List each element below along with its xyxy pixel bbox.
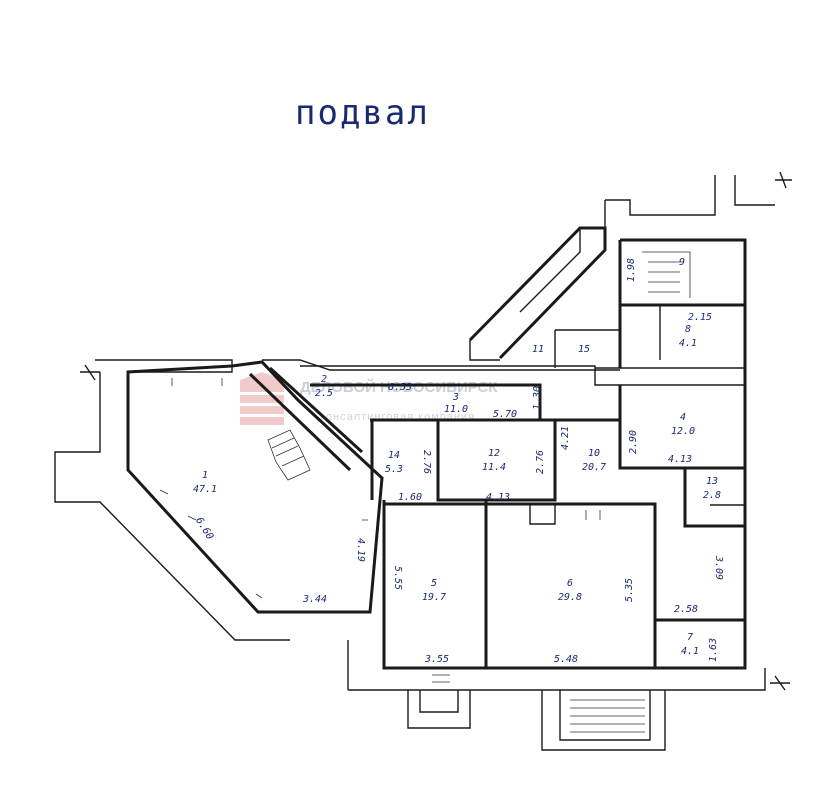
svg-text:20.7: 20.7	[582, 462, 606, 473]
room-12: 12 11.4	[482, 448, 506, 473]
svg-text:11.0: 11.0	[444, 404, 468, 415]
dimension-labels: 6.60 4.19 3.44 6.53 5.70 1.30 4.21 2.76 …	[193, 258, 724, 665]
dimension: 2.76	[535, 450, 546, 474]
dimension: 1.98	[626, 258, 637, 282]
dimension: 3.55	[424, 654, 449, 665]
svg-text:11: 11	[532, 344, 544, 355]
dimension: 4.21	[560, 426, 571, 450]
walls	[54, 171, 792, 751]
svg-text:7: 7	[687, 632, 693, 643]
room-15: 15	[578, 344, 590, 355]
svg-text:5: 5	[431, 578, 437, 589]
dimension: 6.53	[388, 382, 412, 393]
svg-text:19.7: 19.7	[422, 592, 446, 603]
room-11: 11	[532, 344, 544, 355]
dimension: 2.90	[628, 430, 639, 454]
dimension: 4.19	[355, 538, 366, 562]
dimension: 2.15	[688, 312, 712, 323]
svg-text:2.5: 2.5	[315, 388, 333, 399]
plan-title: подвал	[295, 93, 430, 133]
svg-text:4.1: 4.1	[681, 646, 699, 657]
svg-text:1: 1	[202, 470, 208, 481]
dimension: 1.60	[398, 492, 422, 503]
svg-text:4.1: 4.1	[679, 338, 697, 349]
svg-text:9: 9	[679, 257, 685, 268]
room-13: 13 2.8	[703, 476, 721, 501]
dimension: 1.63	[708, 638, 719, 662]
dimension: 5.55	[392, 566, 403, 590]
room-3: 3 11.0	[444, 392, 468, 415]
dimension: 2.58	[674, 604, 698, 615]
svg-text:29.8: 29.8	[558, 592, 582, 603]
dimension: 1.30	[532, 386, 543, 410]
svg-text:2: 2	[321, 374, 327, 385]
room-7: 7 4.1	[681, 632, 699, 657]
room-2: 2 2.5	[315, 374, 333, 399]
dimension: 4.13	[486, 492, 510, 503]
svg-text:8: 8	[685, 324, 691, 335]
room-1: 1 47.1	[193, 470, 217, 495]
dimension: 5.70	[493, 409, 517, 420]
svg-text:12: 12	[488, 448, 500, 459]
svg-text:3: 3	[452, 392, 459, 403]
svg-text:14: 14	[388, 450, 400, 461]
svg-text:6: 6	[567, 578, 573, 589]
svg-text:2.8: 2.8	[703, 490, 721, 501]
room-4: 4 12.0	[671, 412, 695, 437]
room-labels: 1 47.1 2 2.5 3 11.0 4 12.0 5 19.7 6 29.8…	[193, 257, 721, 657]
room-14: 14 5.3	[385, 450, 403, 475]
dimension: 5.35	[624, 578, 635, 602]
svg-text:11.4: 11.4	[482, 462, 506, 473]
svg-text:15: 15	[578, 344, 590, 355]
svg-text:10: 10	[588, 448, 600, 459]
room-8: 8 4.1	[679, 324, 697, 349]
room-5: 5 19.7	[422, 578, 446, 603]
dimension: 2.76	[421, 450, 432, 474]
room-9: 9	[679, 257, 685, 268]
room-6: 6 29.8	[558, 578, 582, 603]
svg-text:47.1: 47.1	[193, 484, 217, 495]
svg-text:4: 4	[680, 412, 686, 423]
dimension: 6.60	[193, 516, 215, 542]
svg-text:12.0: 12.0	[671, 426, 695, 437]
dimension: 4.13	[668, 454, 692, 465]
svg-text:13: 13	[706, 476, 718, 487]
watermark-name: ДЕЛОВОЙ НОВОСИБИРСК	[300, 378, 498, 396]
svg-text:5.3: 5.3	[385, 464, 403, 475]
dimension: 3.44	[302, 594, 327, 605]
room-10: 10 20.7	[582, 448, 606, 473]
dimension: 3.09	[713, 555, 724, 580]
dimension: 5.48	[554, 654, 578, 665]
